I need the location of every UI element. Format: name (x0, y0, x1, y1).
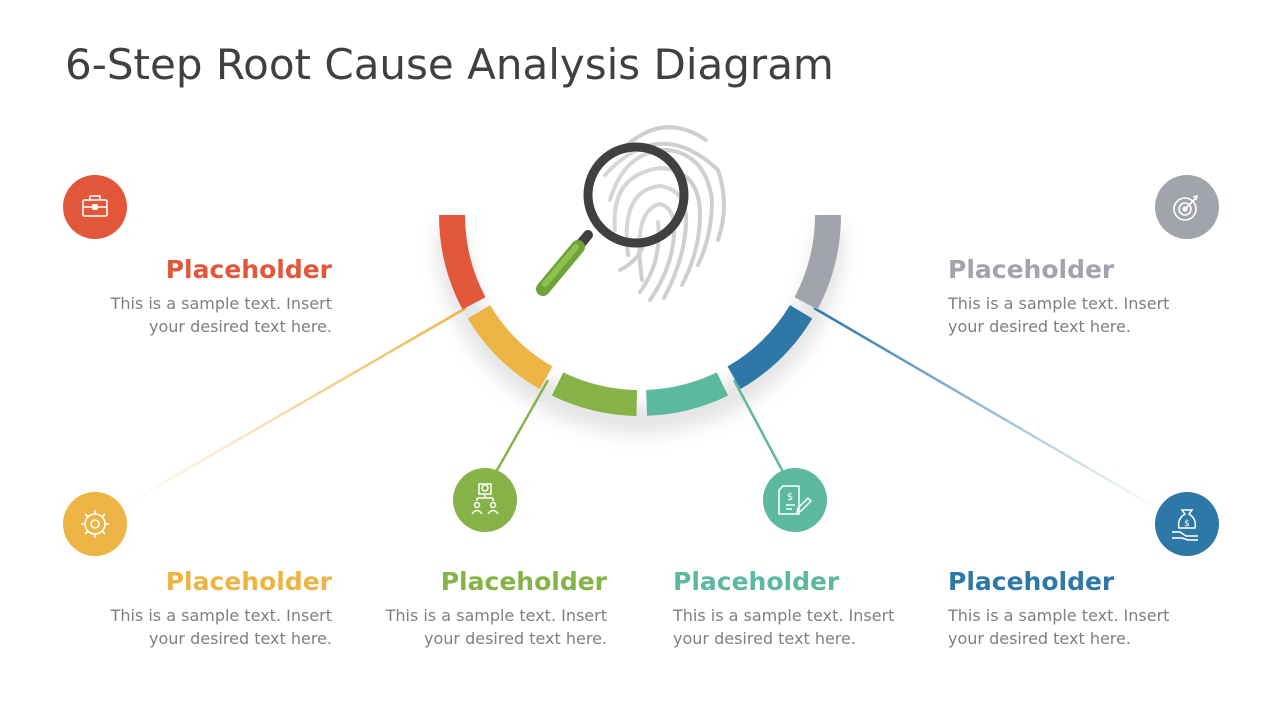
arc-segment-4 (645, 372, 729, 416)
target-icon (1173, 194, 1199, 221)
arc-segment-1 (438, 214, 486, 310)
page-title: 6-Step Root Cause Analysis Diagram (65, 40, 834, 89)
briefcase-icon (82, 195, 108, 217)
step-circle-5: $ (1155, 492, 1219, 556)
step-circle-6 (1155, 175, 1219, 239)
step-circle-4: $ (763, 468, 827, 532)
invoice-icon: $ (778, 485, 813, 515)
step-1-body: This is a sample text. Insert your desir… (110, 294, 332, 336)
step-5-body: This is a sample text. Insert your desir… (948, 606, 1170, 648)
magnifier-icon (536, 142, 689, 296)
svg-text:$: $ (1184, 519, 1190, 529)
step-3: Placeholder This is a sample text. Inser… (347, 567, 607, 650)
connector-line-5 (813, 306, 1161, 512)
step-2: Placeholder This is a sample text. Inser… (72, 567, 332, 650)
connector-line-3 (494, 379, 550, 473)
arc-segment-2 (467, 304, 553, 390)
hierarchy-icon (471, 483, 499, 515)
arc-segment-3 (551, 372, 638, 416)
gear-icon (81, 510, 109, 538)
step-1-title: Placeholder (165, 255, 332, 284)
step-1: Placeholder This is a sample text. Inser… (72, 255, 332, 338)
step-circle-3 (453, 468, 517, 532)
step-2-body: This is a sample text. Insert your desir… (110, 606, 332, 648)
step-6: Placeholder This is a sample text. Inser… (948, 255, 1208, 338)
connector-line-2 (124, 306, 467, 507)
step-5: Placeholder This is a sample text. Inser… (948, 567, 1208, 650)
arc-segment-5 (727, 304, 813, 390)
step-circle-2 (63, 492, 127, 556)
step-4-body: This is a sample text. Insert your desir… (673, 606, 895, 648)
step-3-body: This is a sample text. Insert your desir… (385, 606, 607, 648)
arc-segments (438, 214, 842, 416)
fingerprint-icon (603, 125, 726, 302)
step-4: Placeholder This is a sample text. Inser… (673, 567, 933, 650)
money-bag-hand-icon: $ (1172, 509, 1198, 541)
step-5-title: Placeholder (948, 567, 1115, 596)
svg-text:$: $ (787, 492, 793, 503)
arc-segment-6 (794, 214, 842, 310)
connector-line-4 (732, 379, 785, 473)
step-6-title: Placeholder (948, 255, 1115, 284)
step-circle-1 (63, 175, 127, 239)
step-4-title: Placeholder (673, 567, 840, 596)
step-6-body: This is a sample text. Insert your desir… (948, 294, 1170, 336)
step-3-title: Placeholder (440, 567, 607, 596)
step-2-title: Placeholder (165, 567, 332, 596)
